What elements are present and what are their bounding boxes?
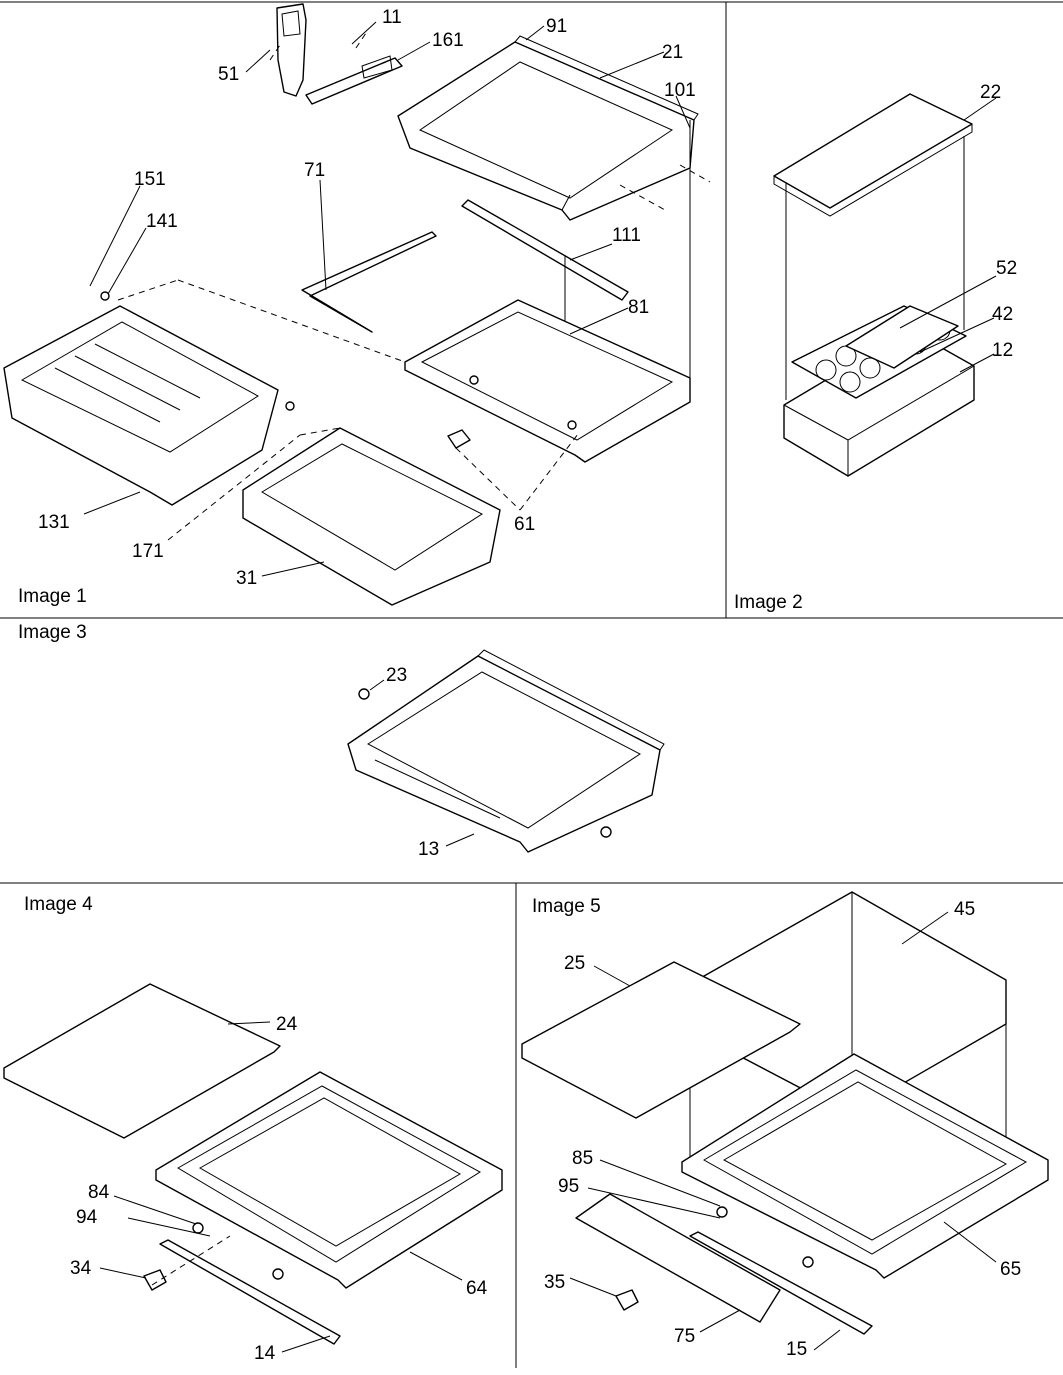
image-3-drawing xyxy=(347,649,665,853)
callout-42: 42 xyxy=(992,304,1013,325)
part-14-rail xyxy=(159,1239,341,1345)
part-71-cover xyxy=(301,231,437,333)
panel-1-title: Image 1 xyxy=(18,586,87,607)
callout-13: 13 xyxy=(418,839,439,860)
callout-12: 12 xyxy=(992,340,1013,361)
part-35-clip xyxy=(615,1289,639,1311)
part-161-rail xyxy=(305,57,403,105)
part-13-shelf xyxy=(347,655,661,853)
callout-81: 81 xyxy=(628,297,649,318)
part-75-cover xyxy=(575,1193,781,1323)
callout-64: 64 xyxy=(466,1278,488,1299)
callout-25: 25 xyxy=(564,953,585,974)
panel-2-title: Image 2 xyxy=(734,592,803,613)
part-61-clip xyxy=(447,429,471,449)
callout-84: 84 xyxy=(88,1182,110,1203)
part-21-shelf xyxy=(397,41,695,221)
part-131-drawer xyxy=(3,305,279,506)
image-1-drawing xyxy=(3,3,711,606)
callout-71: 71 xyxy=(304,160,325,181)
panel-5-title: Image 5 xyxy=(532,896,601,917)
callout-35: 35 xyxy=(544,1272,565,1293)
callout-75: 75 xyxy=(674,1326,695,1347)
callout-131: 131 xyxy=(38,512,70,533)
callout-151: 151 xyxy=(134,169,166,190)
callout-24: 24 xyxy=(276,1014,298,1035)
callout-95: 95 xyxy=(558,1176,579,1197)
part-51-bracket xyxy=(276,3,307,97)
callout-34: 34 xyxy=(70,1258,92,1279)
callout-161: 161 xyxy=(432,30,464,51)
panel-3-title: Image 3 xyxy=(18,622,87,643)
part-52-lid xyxy=(845,305,959,369)
part-34-clip xyxy=(143,1269,167,1291)
panel-4-title: Image 4 xyxy=(24,894,93,915)
callout-31: 31 xyxy=(236,568,257,589)
callout-23: 23 xyxy=(386,665,407,686)
callout-141: 141 xyxy=(146,211,178,232)
callout-171: 171 xyxy=(132,541,164,562)
callout-21: 21 xyxy=(662,42,683,63)
callout-52: 52 xyxy=(996,258,1017,279)
callout-65: 65 xyxy=(1000,1259,1021,1280)
image-4-drawing xyxy=(3,983,503,1345)
callout-22: 22 xyxy=(980,82,1001,103)
image-5-drawing xyxy=(521,891,1049,1335)
callout-101: 101 xyxy=(664,80,696,101)
callout-111: 111 xyxy=(612,225,641,246)
callout-15: 15 xyxy=(786,1339,807,1360)
part-111-rail xyxy=(461,199,629,301)
image-2-drawing xyxy=(773,93,975,477)
part-15-rail xyxy=(689,1231,873,1335)
callout-51: 51 xyxy=(218,64,239,85)
callout-11: 11 xyxy=(382,7,402,28)
callout-91: 91 xyxy=(546,16,567,37)
part-24-glass xyxy=(3,983,281,1139)
callout-14: 14 xyxy=(254,1343,276,1364)
callout-94: 94 xyxy=(76,1207,98,1228)
leader-lines xyxy=(83,21,997,1353)
part-25-glass xyxy=(521,961,801,1119)
callout-85: 85 xyxy=(572,1148,593,1169)
part-31-drawer xyxy=(242,427,501,606)
callout-61: 61 xyxy=(514,514,535,535)
callout-45: 45 xyxy=(954,899,975,920)
part-64-frame xyxy=(155,1071,503,1289)
part-81-frame xyxy=(404,299,691,463)
part-65-frame xyxy=(681,1053,1049,1279)
